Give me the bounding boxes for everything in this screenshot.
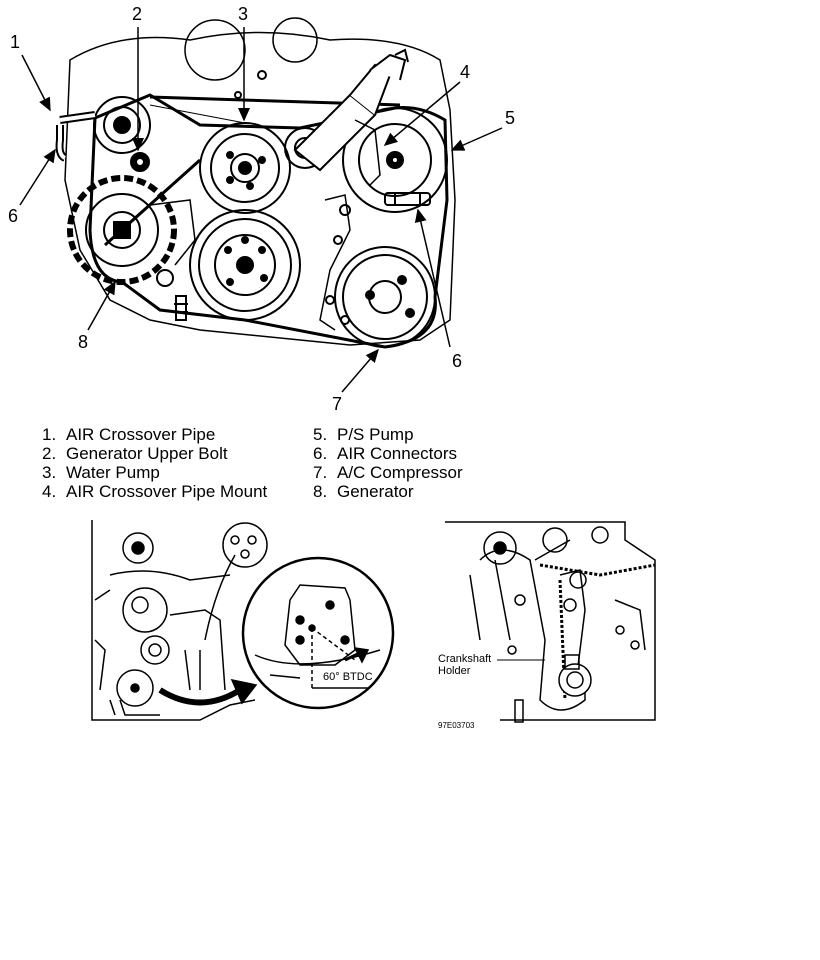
engine-belt-diagram [55, 17, 456, 349]
legend-item: 3. Water Pump [42, 463, 267, 482]
callout-2: 2 [132, 4, 142, 24]
legend-left: 1. AIR Crossover Pipe 2. Generator Upper B… [42, 425, 267, 501]
callout-1: 1 [10, 32, 20, 52]
timing-angle-label: 60° BTDC [323, 671, 373, 683]
ac-compressor-pulley [334, 246, 436, 348]
callout-leaders [19, 27, 503, 393]
sensor [174, 295, 188, 321]
legend-num: 5. [313, 425, 328, 444]
legend-num: 6. [313, 444, 328, 463]
legend-label: AIR Connectors [337, 444, 457, 463]
crankshaft-label: Crankshaft [438, 653, 491, 665]
air-connectors [384, 192, 431, 206]
legend-item: 7. A/C Compressor [313, 463, 463, 482]
figure-code: 97E03703 [438, 721, 475, 730]
legend-item: 8. Generator [313, 482, 463, 501]
legend-num: 7. [313, 463, 328, 482]
callout-7: 7 [332, 394, 342, 414]
callout-8: 8 [78, 332, 88, 352]
legend-item: 2. Generator Upper Bolt [42, 444, 267, 463]
legend-label: AIR Crossover Pipe [66, 425, 216, 444]
legend-label: P/S Pump [337, 425, 414, 444]
air-crossover-pipe-mount [293, 48, 409, 186]
magnified-view [241, 556, 395, 710]
legend-right: 5. P/S Pump 6. AIR Connectors 7. A/C Compre… [313, 425, 463, 501]
legend-label: AIR Crossover Pipe Mount [66, 482, 268, 501]
legend-num: 4. [42, 482, 57, 501]
legend-item: 5. P/S Pump [313, 425, 463, 444]
legend-label: A/C Compressor [337, 463, 463, 482]
callout-4: 4 [460, 62, 470, 82]
legend-label: Water Pump [66, 463, 160, 482]
crankshaft-pulley [189, 209, 301, 321]
callout-6-right: 6 [452, 351, 462, 371]
callout-5: 5 [505, 108, 515, 128]
timing-mark-diagram [91, 520, 395, 721]
legend-label: Generator [337, 482, 414, 501]
serpentine-belt [88, 93, 449, 349]
air-crossover-pipe [55, 111, 96, 162]
legend-num: 2. [42, 444, 57, 463]
water-pump-pulley [199, 122, 291, 214]
legend-item: 4. AIR Crossover Pipe Mount [42, 482, 267, 501]
legend-label: Generator Upper Bolt [66, 444, 228, 463]
callout-6-left: 6 [8, 206, 18, 226]
crankshaft-holder-diagram [445, 521, 656, 723]
legend-item: 1. AIR Crossover Pipe [42, 425, 267, 444]
legend-num: 8. [313, 482, 328, 501]
legend-num: 3. [42, 463, 57, 482]
legend-num: 1. [42, 425, 57, 444]
callout-3: 3 [238, 4, 248, 24]
holder-label: Holder [438, 665, 471, 677]
legend-item: 6. AIR Connectors [313, 444, 463, 463]
